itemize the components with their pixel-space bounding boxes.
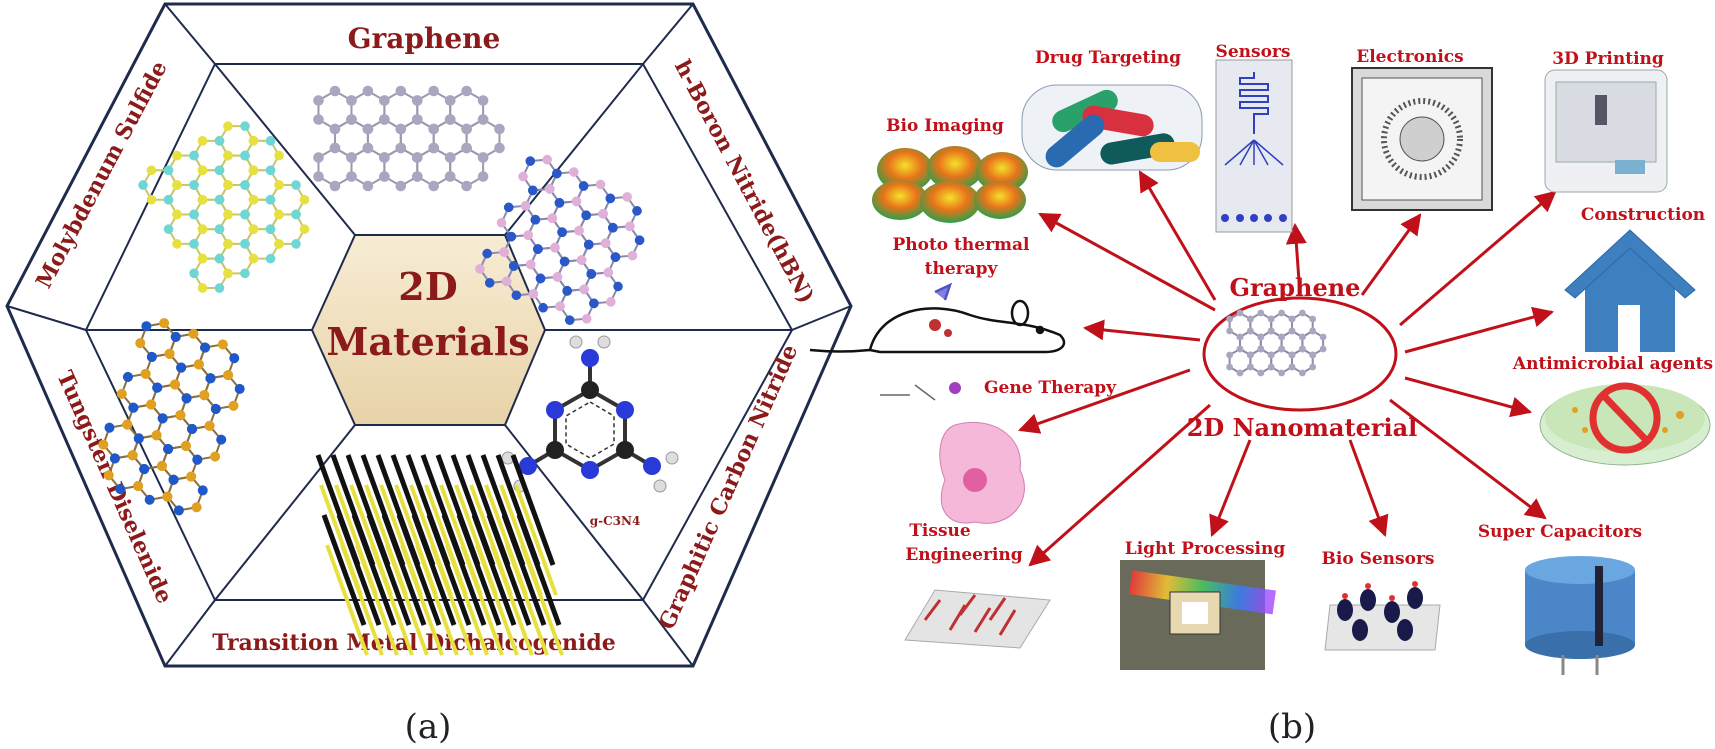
label-light-processing: Light Processing [1125,539,1286,559]
label-bio-imaging: Bio Imaging [886,116,1004,136]
label-photo-thermal-2: therapy [925,259,999,279]
hbn-lattice-image [475,154,645,325]
label-graphene: Graphene [348,22,501,55]
label-tissue-2: Engineering [905,545,1022,565]
label-electronics: Electronics [1356,47,1463,67]
label-construction: Construction [1581,205,1705,225]
bio-sensors-image [1324,581,1441,651]
label-gene-therapy: Gene Therapy [984,378,1117,398]
hub-graphene-lattice [1226,309,1327,377]
label-bio-sensors: Bio Sensors [1322,549,1435,569]
tissue-engineering-image [904,589,1051,649]
panel-b: Graphene 2D Nanomaterial Bio Imaging Dru… [809,42,1713,747]
light-processing-image [1120,560,1276,670]
hub-ellipse [1202,296,1398,412]
label-3d-printing: 3D Printing [1552,49,1664,69]
label-super-capacitors: Super Capacitors [1478,522,1642,542]
super-capacitor-image [1525,556,1635,675]
mos2-lattice-image [138,121,310,293]
gcn-formula: g-C3N4 [590,514,641,528]
hub-title: Graphene [1230,273,1361,302]
label-tmd: Transition Metal Dichalcogenide [212,630,616,656]
3d-printing-image [1544,69,1668,193]
center-title-line1: 2D [398,264,457,309]
caption-b: (b) [1268,707,1316,747]
center-title-line2: Materials [326,319,529,364]
graphene-lattice-image [313,85,505,192]
label-photo-thermal-1: Photo thermal [892,235,1030,255]
arrows [1018,170,1557,567]
photo-thermal-mouse-image [809,282,1066,354]
hub-subtitle: 2D Nanomaterial [1187,413,1418,442]
label-sensors: Sensors [1216,42,1291,62]
bio-imaging-image [872,146,1028,223]
tmd-layered-image [315,454,564,656]
caption-a: (a) [405,707,452,747]
electronics-image [1351,67,1493,211]
panel-a: 2D Materials Graphene h-Boron Nitride(hB… [5,2,853,747]
label-antimicrobial: Antimicrobial agents [1512,354,1713,374]
label-drug-targeting: Drug Targeting [1035,48,1181,68]
label-tissue-1: Tissue [909,521,971,541]
drug-targeting-image [1021,84,1203,171]
wse2-lattice-image [98,318,245,516]
antimicrobial-petri-image [1539,382,1711,466]
sensors-image [1215,59,1293,233]
gene-therapy-cell-image [880,382,1025,524]
construction-house-image [1564,229,1696,352]
